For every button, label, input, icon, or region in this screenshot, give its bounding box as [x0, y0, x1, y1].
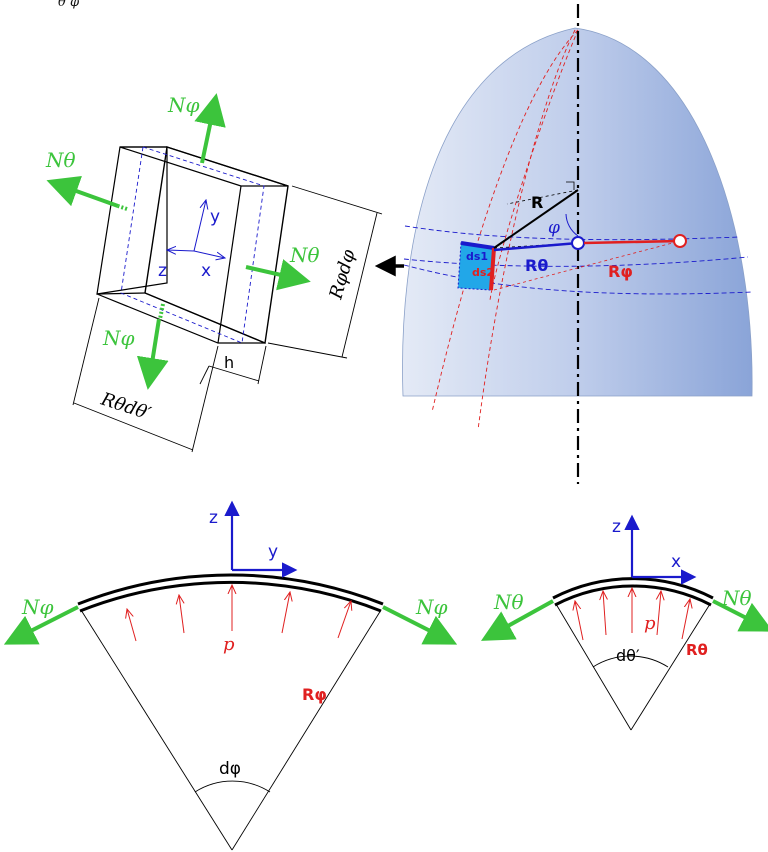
phi-angle-arc [565, 213, 579, 237]
r-phi-label: Rφ [608, 262, 633, 281]
meridian-pressure-label: p [223, 634, 235, 655]
element-n-theta-left-hidden [117, 204, 128, 211]
meridian-angle-label: dφ [219, 759, 241, 779]
element-n-phi-bottom-label: Nφ [102, 326, 135, 350]
top-fragment: θ φ [58, 0, 80, 10]
shell-element: y z x Nφ Nθ Nθ Nφ Rφdφ Rθdθ′ h [45, 93, 383, 453]
r-black-line [493, 189, 579, 249]
element-side-edge [217, 185, 242, 344]
element-axis-y [193, 200, 206, 252]
element-n-phi-bottom-arrow [136, 318, 169, 390]
circ-n-theta-right-label: Nθ [721, 586, 752, 610]
element-n-theta-right-label: Nθ [289, 243, 320, 267]
circ-angle-arc [592, 655, 669, 668]
element-n-phi-top-arrow [194, 93, 226, 164]
ds2-label: ds2 [472, 266, 494, 279]
meridian-shell-inner [79, 580, 382, 613]
ds1-edge [460, 241, 495, 250]
circumferential-section: dθ′ p Rθ Nθ Nθ z x [481, 514, 768, 731]
meridian-r-phi-label: Rφ [302, 685, 327, 704]
meridian-axis-y-label: y [268, 542, 278, 562]
element-n-theta-left-label: Nθ [45, 148, 76, 172]
meridian-section: dφ p Rφ Nφ Nφ z y [3, 500, 458, 851]
shell-parallel-lower [403, 264, 754, 295]
element-top-face [119, 146, 289, 187]
circ-shell-outer [552, 577, 714, 600]
meridian-shell-outer [77, 573, 384, 606]
r-theta-line [493, 241, 579, 252]
circ-r-theta-label: Rθ [686, 641, 708, 659]
shell-of-revolution: ds1 ds2 R φ Rθ Rφ [402, 4, 754, 484]
element-axis-x [193, 250, 225, 258]
r-cyl-label: R [531, 193, 543, 212]
shell-parallel-middle [403, 256, 749, 267]
r-theta-center [571, 236, 585, 250]
element-axis-x-label: x [201, 261, 211, 281]
meridian-radius-left [80, 609, 233, 851]
circ-n-theta-left-label: Nθ [493, 590, 524, 614]
ds1-label: ds1 [466, 250, 488, 263]
element-dim-bottom-label: Rθdθ′ [98, 388, 154, 424]
circ-shell-inner [554, 584, 712, 607]
element-dim-right-line [341, 212, 378, 358]
circ-n-theta-right-arrow [712, 599, 768, 632]
shell-element-patch [457, 242, 495, 291]
element-thickness-label: h [224, 353, 234, 372]
meridian-axis-z-label: z [209, 508, 218, 528]
meridian-n-phi-left-label: Nφ [21, 595, 54, 619]
element-n-phi-bottom-hidden [158, 303, 165, 320]
element-n-phi-top-label: Nφ [167, 93, 200, 117]
circ-axis-z-label: z [612, 517, 621, 537]
meridian-n-phi-right-arrow [382, 605, 458, 645]
element-axis-y-label: y [210, 207, 220, 227]
r-theta-label: Rθ [525, 256, 548, 275]
circ-n-theta-left-arrow [481, 599, 554, 641]
circ-angle-label: dθ′ [616, 646, 640, 665]
meridian-n-phi-right-label: Nφ [415, 595, 448, 619]
circ-pressure-label: p [644, 613, 656, 634]
r-phi-center [673, 234, 687, 248]
circ-radius-right [630, 603, 711, 731]
element-n-theta-left-arrow [46, 176, 119, 208]
element-dim-right-label: Rφdφ [325, 247, 359, 302]
element-dim-h-line [208, 365, 260, 382]
element-axis-z [167, 250, 195, 251]
shell-parallel-upper [404, 225, 741, 241]
element-bottom-face [96, 292, 266, 344]
meridian-angle-arc [194, 780, 271, 793]
meridian-radius-right [231, 609, 382, 851]
element-n-theta-right-arrow [245, 259, 311, 291]
phi-label: φ [548, 218, 560, 238]
element-dim-bottom-line [73, 402, 194, 451]
ds2-edge [489, 247, 496, 291]
circ-axis-x-label: x [671, 552, 681, 572]
r-phi-line [583, 239, 681, 245]
element-mid-surface [120, 146, 265, 344]
element-axis-z-label: z [158, 261, 167, 281]
meridian-n-phi-left-arrow [3, 605, 79, 645]
